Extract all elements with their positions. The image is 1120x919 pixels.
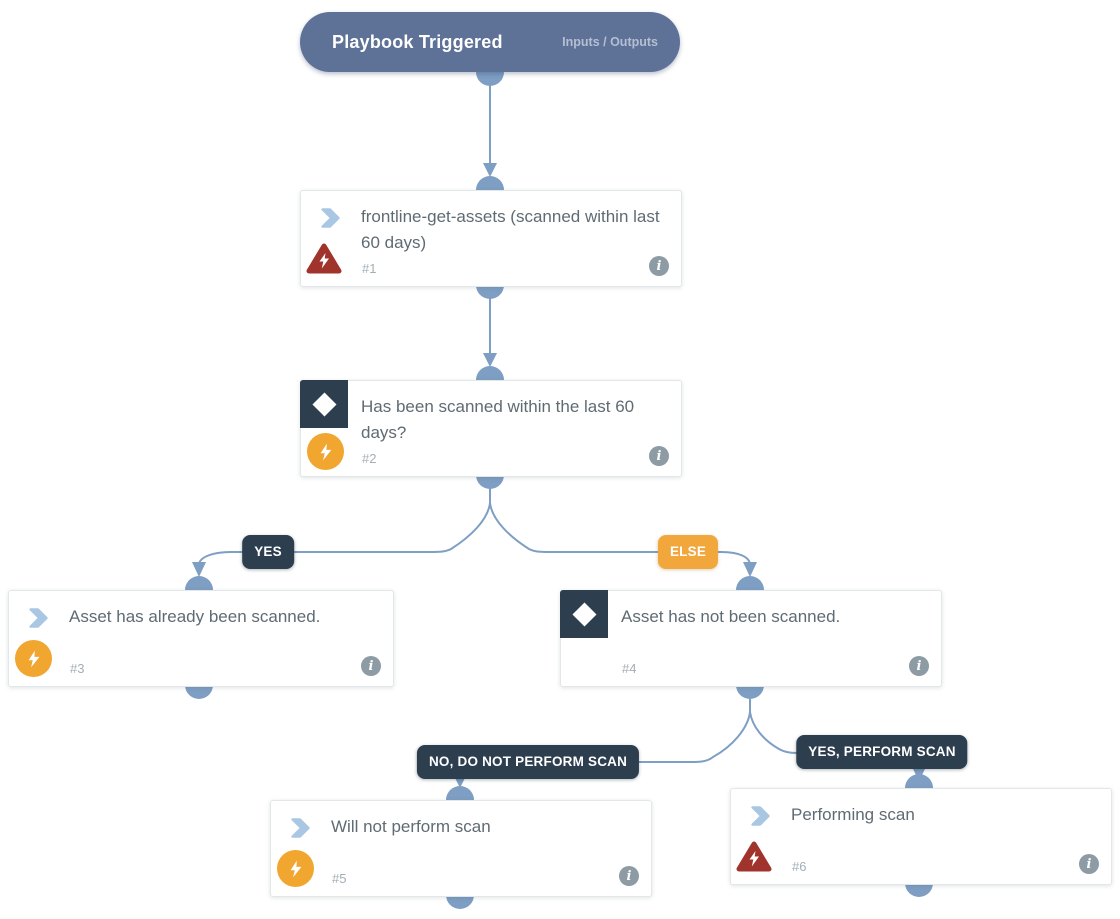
- task-title: Performing scan: [791, 805, 915, 824]
- edge-2-else: [489, 502, 751, 566]
- automation-bolt-icon: [307, 433, 344, 470]
- playbook-triggered-header[interactable]: Playbook Triggered Inputs / Outputs: [300, 12, 680, 72]
- task-node-1[interactable]: frontline-get-assets (scanned within las…: [300, 190, 682, 287]
- automation-bolt-icon: [15, 640, 52, 677]
- task-title: Will not perform scan: [331, 817, 491, 836]
- branch-label-yes-scan: YES, PERFORM SCAN: [796, 735, 968, 769]
- branch-label-else: ELSE: [657, 535, 719, 569]
- task-number: #1: [362, 261, 377, 276]
- input-port: [185, 576, 213, 590]
- input-port: [446, 786, 474, 800]
- task-number: #2: [362, 451, 377, 466]
- output-port: [185, 685, 213, 699]
- task-number: #3: [70, 661, 85, 676]
- info-icon[interactable]: i: [909, 656, 929, 676]
- input-port: [905, 774, 933, 788]
- task-number: #4: [622, 661, 637, 676]
- condition-diamond-icon: [300, 380, 348, 428]
- connector-arrows-and-ports: [185, 72, 933, 909]
- task-title: Asset has already been scanned.: [69, 607, 321, 626]
- input-port: [476, 366, 504, 380]
- info-icon[interactable]: i: [649, 446, 669, 466]
- arrowhead: [743, 562, 757, 577]
- error-bolt-triangle-icon: [306, 242, 342, 275]
- automation-bolt-icon: [277, 850, 314, 887]
- diamond-shape: [571, 601, 597, 627]
- chevron-right-icon: [25, 605, 51, 631]
- task-number: #5: [332, 871, 347, 886]
- edge-2-yes: [198, 502, 491, 566]
- info-icon[interactable]: i: [619, 866, 639, 886]
- output-port: [476, 285, 504, 299]
- condition-diamond-icon: [560, 590, 608, 638]
- task-title: Has been scanned within the last 60 days…: [361, 397, 635, 442]
- info-icon[interactable]: i: [1079, 854, 1099, 874]
- output-port: [476, 475, 504, 489]
- chevron-right-icon: [317, 205, 343, 231]
- branch-label-yes: YES: [242, 535, 294, 569]
- chevron-right-icon: [287, 815, 313, 841]
- playbook-triggered-title: Playbook Triggered: [332, 31, 503, 52]
- inputs-outputs-link[interactable]: Inputs / Outputs: [562, 35, 658, 49]
- input-port: [476, 176, 504, 190]
- diamond-shape: [311, 391, 337, 417]
- chevron-right-icon: [747, 803, 773, 829]
- task-title: Asset has not been scanned.: [621, 607, 841, 626]
- condition-node-2[interactable]: Has been scanned within the last 60 days…: [300, 380, 682, 477]
- edge-4-yes: [749, 699, 812, 754]
- output-port: [905, 883, 933, 897]
- info-icon[interactable]: i: [361, 656, 381, 676]
- task-title: frontline-get-assets (scanned within las…: [361, 207, 660, 252]
- output-port: [446, 895, 474, 909]
- arrowhead: [483, 353, 497, 367]
- input-port: [736, 576, 764, 590]
- error-bolt-triangle-icon: [736, 840, 772, 873]
- arrowhead: [192, 562, 206, 577]
- branch-label-no-scan: NO, DO NOT PERFORM SCAN: [416, 745, 640, 779]
- task-number: #6: [792, 859, 807, 874]
- info-icon[interactable]: i: [649, 256, 669, 276]
- task-node-6[interactable]: Performing scan #6 i: [730, 788, 1112, 885]
- task-node-3[interactable]: Asset has already been scanned. #3 i: [8, 590, 394, 687]
- arrowhead: [483, 163, 497, 177]
- output-port: [476, 72, 504, 86]
- condition-node-4[interactable]: Asset has not been scanned. #4 i: [560, 590, 942, 687]
- task-node-5[interactable]: Will not perform scan #5 i: [270, 800, 652, 897]
- output-port: [736, 685, 764, 699]
